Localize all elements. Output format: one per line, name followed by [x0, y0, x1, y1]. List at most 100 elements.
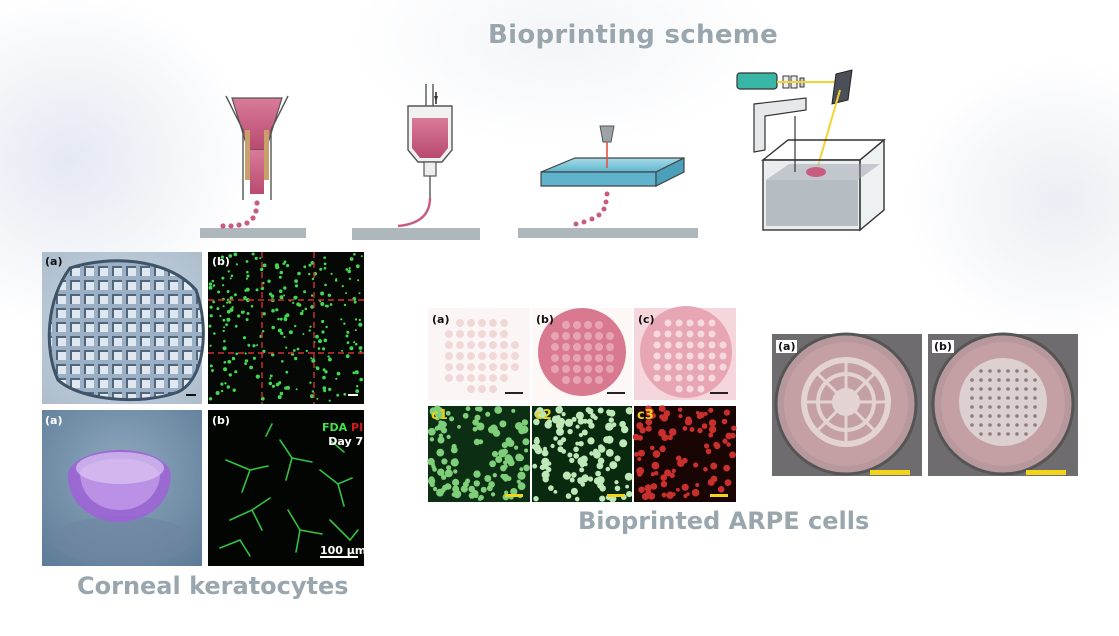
arpe-cell — [704, 443, 710, 449]
green-cell — [343, 303, 347, 307]
arpe-cell — [532, 463, 538, 469]
green-cell — [334, 279, 338, 282]
arpe-cell — [583, 462, 588, 467]
green-cell — [222, 318, 226, 322]
arpe-cell — [648, 408, 654, 414]
arpe-print-dot — [584, 332, 592, 340]
dish-label-a: (a) — [776, 340, 798, 353]
arpe-cell — [538, 411, 547, 419]
arpe-print-dot — [675, 363, 683, 371]
green-cell — [227, 270, 230, 273]
dish-dot — [997, 396, 1001, 400]
arpe-print-dot — [595, 376, 603, 384]
arpe-print-dot — [584, 321, 592, 329]
corneal-keratocytes-title: Corneal keratocytes — [77, 572, 349, 600]
arpe-cell — [468, 492, 476, 499]
corneal-label-b-bottom: (b) — [212, 414, 230, 427]
green-cell — [242, 310, 245, 313]
arpe-cell — [595, 470, 601, 477]
green-cell — [277, 395, 282, 400]
arpe-cell — [516, 479, 521, 484]
green-cell — [283, 294, 286, 297]
arpe-cell — [703, 467, 708, 472]
arpe-cell — [449, 416, 455, 422]
arpe-cell — [472, 419, 479, 426]
green-cell — [296, 347, 300, 351]
arpe-cell — [668, 428, 677, 436]
arpe-print-dot — [511, 363, 519, 371]
arpe-cell — [500, 465, 507, 472]
dish-dot — [997, 414, 1001, 418]
arpe-cell — [691, 488, 700, 497]
green-cell — [280, 331, 284, 335]
arpe-print-dot — [653, 330, 661, 338]
corneal-label-a-bottom: (a) — [45, 414, 63, 427]
dish-dot — [1015, 396, 1019, 400]
arpe-print-dot — [467, 385, 475, 393]
arpe-cell — [500, 473, 506, 479]
arpe-cell — [705, 448, 712, 455]
arpe-print-dot — [584, 343, 592, 351]
arpe-print-dot — [573, 354, 581, 362]
arpe-print-dot — [467, 319, 475, 327]
arpe-cell — [480, 486, 487, 493]
green-cell — [292, 301, 295, 304]
green-cell — [278, 381, 282, 384]
dish-dot — [979, 387, 983, 391]
arpe-cell — [645, 418, 653, 426]
arpe-cell — [605, 449, 614, 457]
arpe-print-dot — [708, 330, 716, 338]
dish-dot — [1015, 423, 1019, 427]
green-cell — [212, 300, 216, 304]
dish-dot — [997, 405, 1001, 409]
green-cell — [285, 313, 290, 318]
green-cell — [226, 385, 230, 389]
arpe-cell — [462, 412, 469, 419]
arpe-cell — [517, 423, 523, 429]
arpe-label-a: (a) — [432, 313, 450, 326]
arpe-cell — [542, 476, 549, 483]
arpe-cell — [637, 435, 643, 441]
arpe-cell — [453, 469, 458, 474]
green-cell — [359, 377, 364, 382]
green-cell — [304, 307, 308, 311]
green-cell — [223, 339, 226, 343]
arpe-cell — [495, 456, 503, 463]
arpe-cell — [614, 485, 621, 492]
arpe-cell — [626, 491, 633, 498]
green-cell — [244, 352, 247, 355]
arpe-cell — [544, 421, 552, 429]
green-cell — [327, 355, 330, 358]
keratocyte-cells — [219, 423, 359, 557]
dish-dot — [970, 405, 974, 409]
green-cell — [322, 375, 326, 380]
arpe-cell — [660, 480, 668, 488]
dish-dot — [970, 387, 974, 391]
arpe-print-dot — [489, 352, 497, 360]
arpe-label-c: (c) — [638, 313, 655, 326]
arpe-cell — [647, 492, 656, 500]
green-cell — [213, 332, 216, 335]
green-cell — [278, 275, 282, 279]
arpe-cell — [565, 493, 572, 499]
arpe-cell — [575, 411, 584, 420]
dish-dot — [979, 432, 983, 436]
arpe-cell — [434, 409, 443, 418]
arpe-cell — [619, 439, 628, 448]
arpe-print-dot — [489, 363, 497, 371]
green-cell — [234, 370, 238, 374]
arpe-cell — [671, 468, 676, 473]
arpe-cell — [557, 439, 564, 446]
arpe-cell — [575, 441, 580, 446]
arpe-cell — [571, 416, 577, 422]
arpe-cell — [514, 445, 519, 450]
dish-dot — [1006, 405, 1010, 409]
arpe-cell — [713, 441, 720, 448]
green-cell — [343, 392, 347, 396]
green-cell — [353, 300, 357, 304]
arpe-cell — [476, 422, 485, 431]
green-cell — [227, 359, 232, 364]
arpe-cell — [605, 466, 610, 472]
green-cell — [345, 354, 350, 359]
